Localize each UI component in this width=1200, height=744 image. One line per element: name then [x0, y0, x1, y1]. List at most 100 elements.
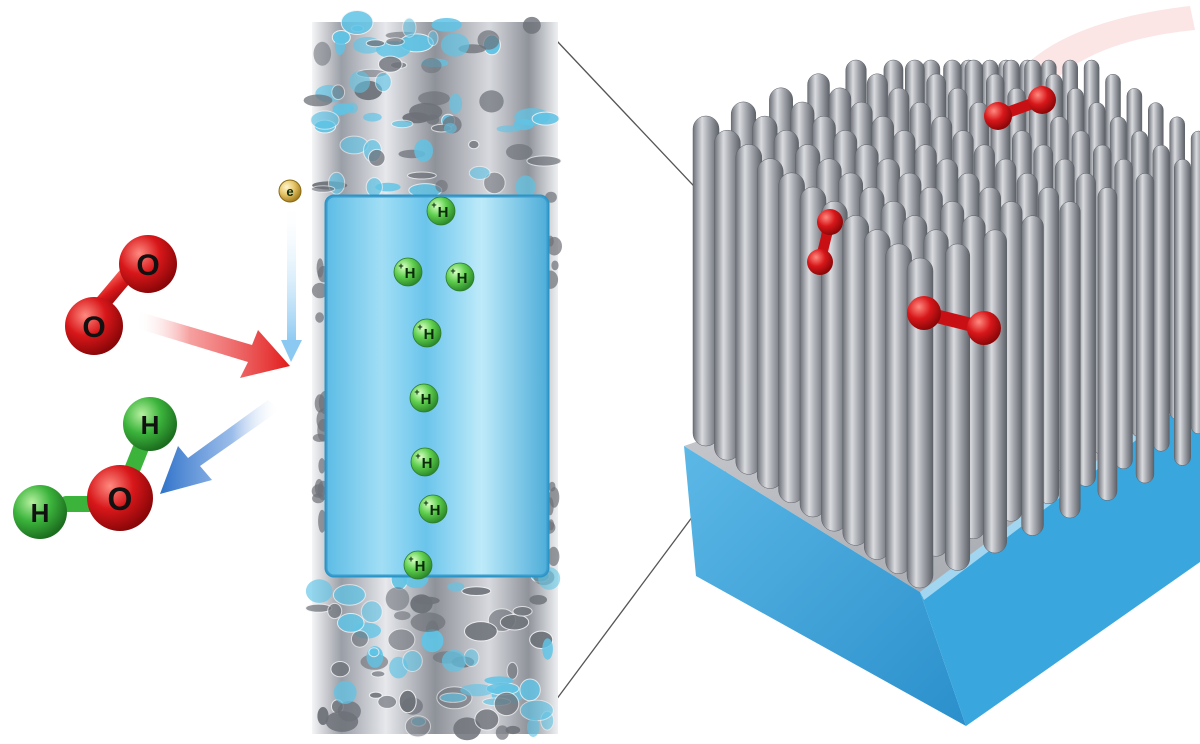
o2-atom-top	[119, 235, 177, 293]
proton-label: H	[424, 326, 435, 343]
proton-label: H	[421, 391, 432, 408]
nanowire-pillar	[1114, 158, 1133, 470]
o2-atom	[907, 296, 941, 330]
surface-pore	[349, 70, 371, 93]
surface-pore	[414, 596, 440, 605]
surface-pore	[317, 707, 329, 725]
surface-pore	[421, 629, 444, 653]
surface-pore	[493, 691, 520, 717]
surface-pore	[402, 650, 423, 672]
surface-pore	[318, 509, 327, 533]
o2-molecule: O O	[65, 235, 177, 355]
nanowire-zoom: H+H+H+H+H+H+H+H+	[303, 10, 562, 741]
surface-pore	[496, 125, 521, 133]
surface-pore	[421, 58, 442, 74]
surface-pore	[448, 93, 463, 114]
surface-pore	[334, 35, 346, 55]
surface-pore	[325, 711, 359, 732]
o2-atom	[817, 209, 843, 235]
o2-atom-bottom-label: O	[82, 311, 105, 344]
surface-pore	[474, 708, 500, 731]
surface-pore	[506, 661, 519, 680]
h2o-oxygen-label: O	[108, 481, 133, 517]
proton	[418, 494, 448, 524]
surface-pore	[441, 649, 467, 672]
adsorbed-o2-molecules	[807, 86, 1056, 345]
proton-label: H	[422, 455, 433, 472]
surface-pore	[526, 155, 562, 167]
surface-pore	[519, 678, 541, 702]
electron-arrow-head	[281, 340, 302, 362]
surface-pore	[404, 715, 431, 738]
h2o-hydrogen-left	[13, 485, 67, 539]
surface-pore	[468, 139, 480, 150]
surface-pore	[332, 584, 366, 606]
proton-column: H+H+H+H+H+H+H+H+	[393, 196, 475, 580]
proton	[412, 318, 442, 348]
o2-arrow	[136, 312, 290, 378]
proton-charge: +	[414, 387, 419, 397]
surface-pore	[440, 33, 470, 57]
o2-atom-bottom	[65, 297, 123, 355]
o2-trail	[1000, 6, 1195, 120]
surface-pore	[333, 680, 357, 705]
nanowire-pillar	[1190, 130, 1200, 435]
surface-pore	[311, 282, 328, 299]
h2o-outflow: H H O	[13, 397, 280, 539]
proton-label: H	[438, 204, 449, 221]
proton-charge: +	[417, 322, 422, 332]
surface-pore	[414, 139, 433, 163]
surface-pore	[370, 670, 386, 678]
nanowire-pillar	[983, 229, 1007, 554]
h2o-hydrogen-top	[123, 397, 177, 451]
surface-pore	[468, 165, 491, 180]
surface-pore	[337, 613, 365, 633]
surface-pore	[310, 110, 340, 130]
substrate-front	[684, 446, 966, 726]
o2-inflow: O O	[65, 235, 290, 378]
surface-pore	[398, 689, 417, 714]
surface-pore	[330, 661, 351, 678]
surface-pore	[531, 111, 560, 126]
proton	[393, 257, 423, 287]
surface-pore	[547, 546, 560, 567]
surface-pore	[453, 717, 481, 741]
surface-pore	[439, 692, 467, 703]
surface-pore	[548, 519, 555, 531]
o2-atom	[984, 102, 1012, 130]
h2o-arrow	[160, 400, 280, 494]
surface-pore	[368, 148, 386, 167]
surface-pore	[483, 171, 506, 195]
o2-atom-top-label: O	[136, 249, 159, 282]
proton-label: H	[405, 265, 416, 282]
nanowire-pillar	[1021, 215, 1044, 536]
surface-pore	[305, 579, 333, 603]
proton-label: H	[457, 270, 468, 287]
surface-pore	[377, 694, 398, 709]
h2o-hydrogen-left-label: H	[31, 498, 50, 528]
surface-pore	[447, 582, 465, 592]
surface-pore	[461, 586, 492, 596]
o2-atom	[967, 311, 1001, 345]
surface-pore	[368, 691, 383, 699]
proton	[403, 550, 433, 580]
surface-pore	[387, 628, 416, 652]
nanowire-surface-texture	[303, 10, 562, 741]
h2o-hydrogen-top-label: H	[141, 410, 160, 440]
proton	[426, 196, 456, 226]
surface-pore	[378, 55, 403, 73]
nanowire-pillar	[1097, 187, 1118, 501]
surface-pore	[512, 606, 533, 617]
surface-pore	[542, 638, 553, 660]
surface-pore	[551, 260, 559, 271]
surface-pore	[409, 102, 443, 121]
surface-pore	[410, 612, 446, 632]
surface-pore	[495, 725, 509, 740]
proton	[409, 383, 439, 413]
electron-symbol: e	[286, 184, 293, 199]
proton-label: H	[415, 558, 426, 575]
proton-charge: +	[398, 261, 403, 271]
o2-atom	[1028, 86, 1056, 114]
surface-pore	[340, 10, 374, 35]
